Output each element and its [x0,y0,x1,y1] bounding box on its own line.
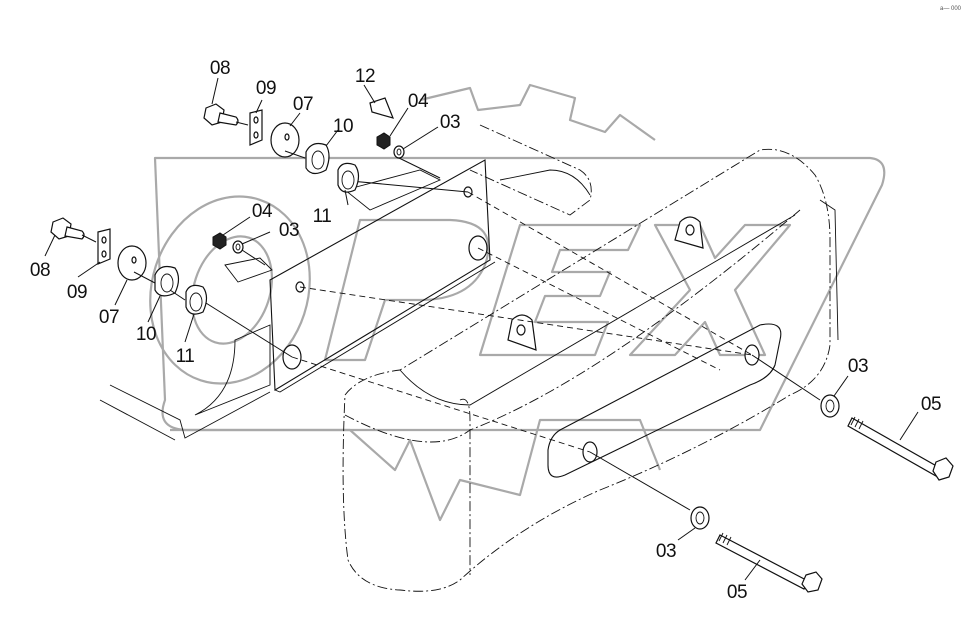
watermark-gear-bottom [170,418,662,522]
callout-label: 11 [176,346,195,367]
callout-label: 11 [313,206,332,227]
upper-nut-04 [376,132,391,150]
upper-cap-07 [270,122,300,158]
watermark-letter-p [323,218,490,362]
frame-bracket [194,324,271,416]
bolt-head-icon [801,571,823,593]
watermark-letter-o-inner [190,235,274,345]
counterweight-top-slab [469,124,592,216]
right-washer-03 [820,394,840,418]
watermark-letter-e [478,223,642,357]
bottom-washer-03 [690,506,710,530]
mid-washer-03 [232,240,244,254]
lower-cap-07 [117,245,147,281]
callout-label: 10 [136,324,156,345]
lower-hardware [50,217,208,315]
mounting-plate [269,159,491,391]
watermark-gear-top [419,83,656,141]
callout-label: 03 [440,112,460,133]
mid-hardware [212,232,266,266]
callout-labels: 08 09 07 10 11 12 04 03 04 03 08 09 07 1… [30,58,942,603]
callout-label: 04 [408,91,429,112]
callout-label: 07 [99,307,119,328]
upper-bolt-08 [203,103,249,126]
callout-label: 04 [252,201,273,222]
watermark-letter-x [628,223,792,357]
callout-label: 09 [67,282,87,303]
lower-plate-09 [97,228,111,265]
upper-clip-12 [369,97,395,119]
watermark-letter-o [149,195,311,385]
lower-bolt-08 [50,217,97,243]
callout-label: 09 [256,78,276,99]
callout-label: 07 [293,94,313,115]
mounting-frame [99,159,591,441]
corner-mark: a— 000 [940,6,962,12]
watermark-opex [149,83,886,522]
callout-label: 05 [921,394,941,415]
callout-label: 05 [727,582,747,603]
upper-washer-03 [393,145,405,159]
callout-label: 10 [333,116,353,137]
bottom-long-bolt-05 [715,532,823,593]
upper-ring-10 [305,142,330,175]
callout-leaders [44,77,919,581]
assembly-lines [189,179,821,511]
callout-label: 12 [355,66,375,87]
callout-label: 03 [656,541,676,562]
bolt-head-icon [932,457,954,481]
frame-block-upper [344,169,442,211]
lower-shim-11 [185,284,208,315]
mid-nut-04 [212,232,227,250]
upper-shim-11 [337,162,360,193]
counterweight-left-edge [459,398,471,575]
right-long-bolt-05 [847,416,954,481]
callout-label: 08 [210,58,230,79]
bottom-hardware [690,506,823,593]
callout-label: 03 [848,356,868,377]
counterweight-body [342,124,839,592]
watermark-frame [153,156,886,432]
lower-ring-10 [154,265,180,297]
frame-block [224,257,273,283]
callout-label: 03 [279,220,299,241]
upper-hardware [203,97,441,193]
counterweight-outline [342,148,831,592]
counterweight-slot [547,323,782,478]
right-hardware [820,394,954,481]
callout-label: 08 [30,260,50,281]
upper-plate-09 [249,109,263,146]
